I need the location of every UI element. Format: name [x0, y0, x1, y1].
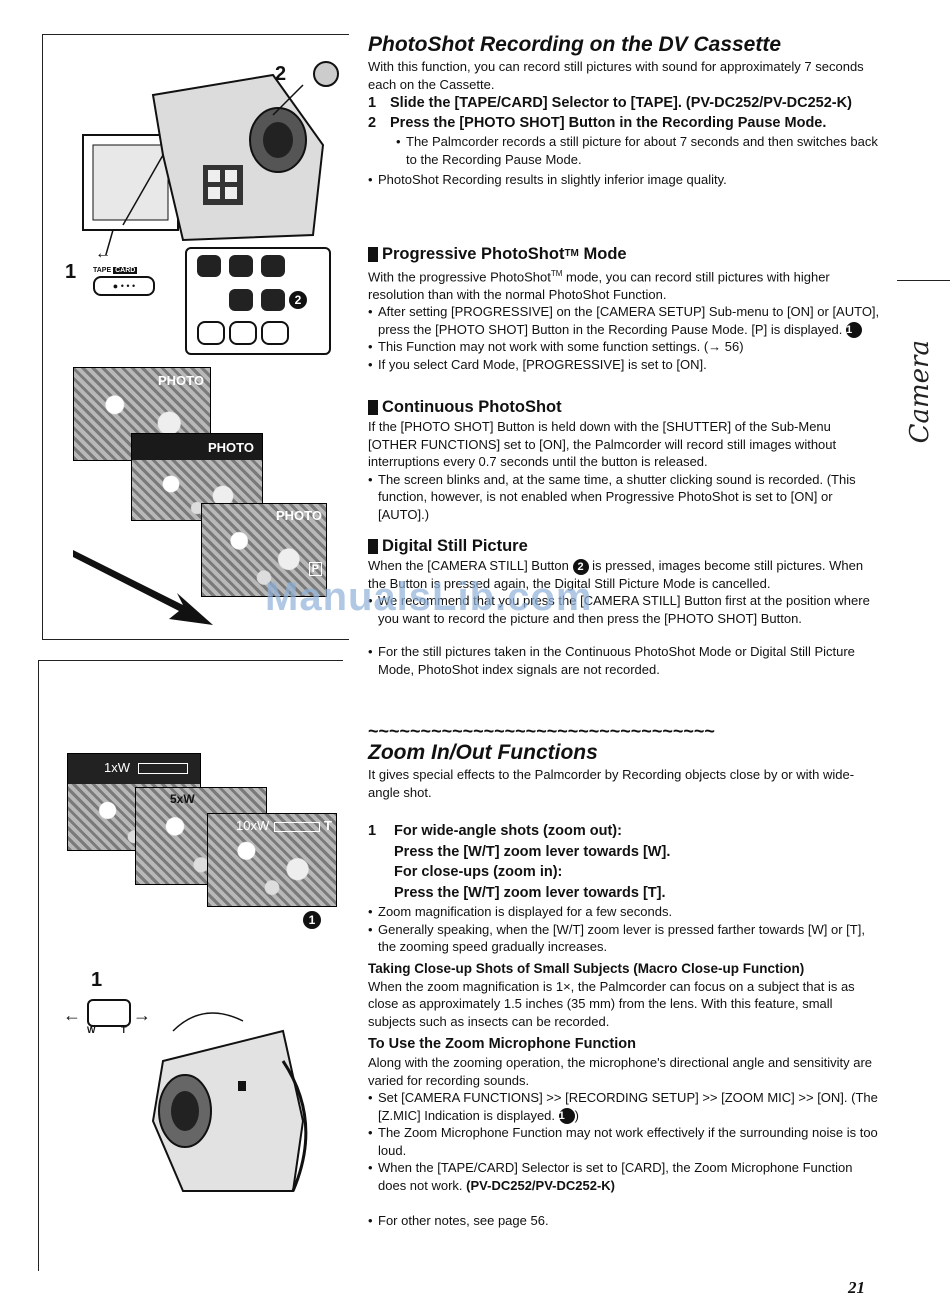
zoom-mic-body: Along with the zooming operation, the mi… [368, 1055, 872, 1088]
progressive-bullet-3: If you select Card Mode, [PROGRESSIVE] i… [368, 356, 880, 374]
photoshot-title: PhotoShot Recording on the DV Cassette [368, 33, 782, 56]
continuous-bullet-1: The screen blinks and, at the same time,… [368, 471, 880, 524]
fade-button-icon [229, 289, 253, 311]
search-forward-button-icon [261, 255, 285, 277]
photoshot-intro: With this function, you can record still… [368, 59, 864, 92]
zoom-mic-title: To Use the Zoom Microphone Function [368, 1036, 636, 1052]
progressive-bullet-1: After setting [PROGRESSIVE] on the [CAME… [368, 303, 880, 339]
large-arrow-icon [73, 550, 213, 625]
continuous-section: Continuous PhotoShot If the [PHOTO SHOT]… [368, 396, 880, 523]
photo-shot-button-icon [313, 61, 339, 87]
digital-still-bullet-2: For the still pictures taken in the Cont… [368, 643, 880, 678]
zoom-intro: It gives special effects to the Palmcord… [368, 767, 855, 800]
digital-still-body: When the [CAMERA STILL] Button 2 is pres… [368, 558, 864, 591]
zoom-lever: ← W T → [63, 999, 173, 1035]
top-illustration-panel: 2 1 ← TAPE CARD ● • • • 2 PHOTO PHOTO PH… [42, 34, 349, 640]
callout-1-top: 1 [65, 261, 77, 283]
multi-pinp-button-icon [261, 321, 289, 345]
zoom-step-number: 1 [91, 969, 103, 991]
zoom-frame-10x: 10xW T [207, 813, 337, 907]
zoom-step-1: 1 For wide-angle shots (zoom out): Press… [368, 823, 671, 901]
arrow-right-icon: → [133, 1005, 151, 1025]
zoom-title: Zoom In/Out Functions [368, 741, 598, 764]
button-panel: 2 [185, 247, 331, 355]
page-number: 21 [848, 1278, 865, 1297]
digital-still-section: Digital Still Picture When the [CAMERA S… [368, 535, 880, 678]
camcorder-illustration [82, 73, 325, 255]
title-button-icon [229, 321, 257, 345]
arrow-left-icon: ← [95, 245, 111, 262]
photoshot-quality-note: PhotoShot Recording results in slightly … [368, 171, 880, 189]
progressive-indicator: P [308, 562, 322, 576]
macro-body: When the zoom magnification is 1×, the P… [368, 978, 855, 1029]
zoom-mic-bullet-2: The Zoom Microphone Function may not wor… [368, 1124, 880, 1159]
continuous-body: If the [PHOTO SHOT] Button is held down … [368, 419, 837, 469]
photo-frame-3: PHOTO P [201, 503, 327, 597]
zoom-mic-bullet-1: Set [CAMERA FUNCTIONS] >> [RECORDING SET… [368, 1089, 880, 1125]
zoom-bullet-1: Zoom magnification is displayed for a fe… [368, 903, 880, 921]
callout-1-zoom: 1 [303, 911, 321, 929]
bottom-illustration-panel: 1xW 5xW 10xW T 1 1 ← W T → [38, 660, 343, 1271]
callout-2-panel: 2 [289, 291, 307, 309]
digital-still-title: Digital Still Picture [368, 535, 880, 557]
zoom-section: Zoom In/Out Functions It gives special e… [368, 740, 880, 1230]
other-notes: For other notes, see page 56. [368, 1212, 880, 1230]
chapter-label: Camera [905, 340, 935, 444]
camera-still-button-icon [261, 289, 285, 311]
volume-button-icon [229, 255, 253, 277]
watermark: ManualsLib.com [265, 575, 593, 619]
macro-title: Taking Close-up Shots of Small Subjects … [368, 960, 805, 976]
photoshot-step-2-note: The Palmcorder records a still picture f… [368, 133, 880, 168]
continuous-title: Continuous PhotoShot [368, 396, 880, 418]
tape-card-selector: TAPE CARD ● • • • [93, 267, 155, 299]
search-back-button-icon [197, 255, 221, 277]
digital-still-bullet-1: We recommend that you press the [CAMERA … [368, 592, 880, 627]
camcorder-zoom-illustration [151, 1012, 308, 1192]
arrow-left-icon: ← [63, 1005, 81, 1025]
progressive-bullet-2: This Function may not work with some fun… [368, 338, 880, 356]
progressive-body: With the progressive PhotoShotTM mode, y… [368, 269, 830, 302]
backlight-button-icon [197, 321, 225, 345]
photoshot-section: PhotoShot Recording on the DV Cassette W… [368, 32, 880, 189]
zoom-bullet-2: Generally speaking, when the [W/T] zoom … [368, 921, 880, 956]
callout-2-top: 2 [275, 63, 287, 85]
section-divider: ~~~~~~~~~~~~~~~~~~~~~~~~~~~~~~~~~ [368, 723, 715, 741]
zoom-mic-bullet-3: When the [TAPE/CARD] Selector is set to … [368, 1159, 880, 1194]
